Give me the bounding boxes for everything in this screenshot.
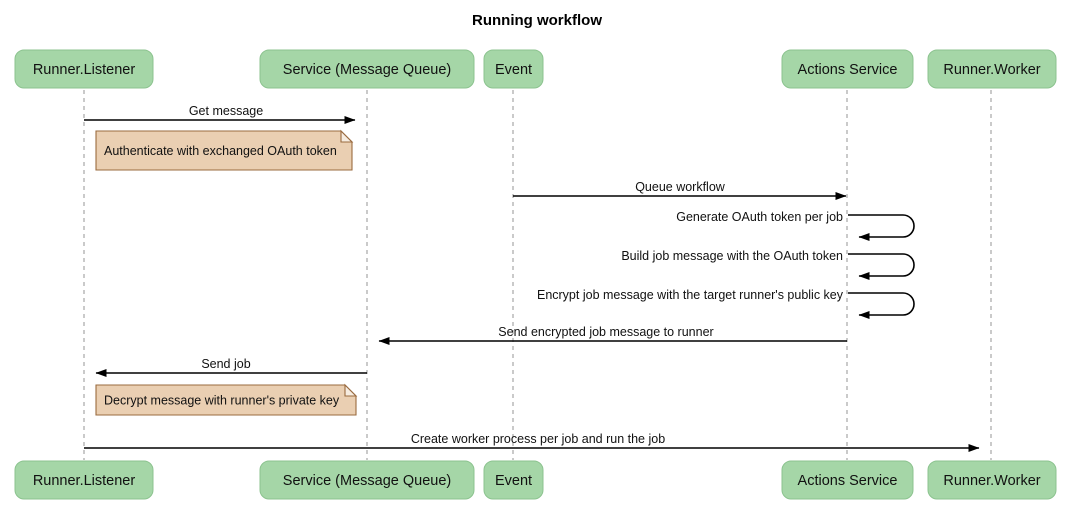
message-get-message: Get message (84, 104, 356, 124)
message-encrypt-job-message-with-the-target-runners-public-key: Encrypt job message with the target runn… (537, 288, 915, 319)
lifelines (83, 90, 992, 460)
message-arrow-generate-oauth-token-per-job (848, 214, 915, 241)
participant-runner-worker-bottom[interactable]: Runner.Worker (927, 460, 1057, 500)
message-queue-workflow: Queue workflow (513, 180, 847, 200)
participant-label-runner-listener-top: Runner.Listener (33, 62, 136, 78)
note-label-decrypt-note: Decrypt message with runner's private ke… (104, 393, 340, 407)
message-label-get-message: Get message (189, 104, 263, 118)
participant-label-actions-service-top: Actions Service (798, 62, 898, 78)
message-arrow-build-job-message-with-the-oauth-token (848, 253, 915, 280)
note-decrypt-note: Decrypt message with runner's private ke… (95, 383, 358, 416)
participant-runner-worker-top[interactable]: Runner.Worker (927, 49, 1057, 89)
message-label-build-job-message-with-the-oauth-token: Build job message with the OAuth token (621, 249, 843, 263)
participant-service-message-queue-bottom[interactable]: Service (Message Queue) (259, 460, 475, 500)
message-build-job-message-with-the-oauth-token: Build job message with the OAuth token (621, 249, 915, 280)
message-label-queue-workflow: Queue workflow (635, 180, 726, 194)
message-arrow-encrypt-job-message-with-the-target-runners-public-key (848, 292, 915, 319)
message-label-send-job: Send job (201, 357, 250, 371)
message-label-create-worker-process-per-job-and-run-the-job: Create worker process per job and run th… (411, 432, 665, 446)
message-generate-oauth-token-per-job: Generate OAuth token per job (676, 210, 915, 241)
participant-label-runner-listener-bottom: Runner.Listener (33, 473, 136, 489)
message-label-send-encrypted-job-message-to-runner: Send encrypted job message to runner (498, 325, 713, 339)
participant-label-event-bottom: Event (495, 473, 532, 489)
message-create-worker-process-per-job-and-run-the-job: Create worker process per job and run th… (84, 432, 980, 452)
participant-label-service-message-queue-top: Service (Message Queue) (283, 62, 451, 78)
diagram-title: Running workflow (472, 12, 602, 29)
participant-label-actions-service-bottom: Actions Service (798, 473, 898, 489)
participant-service-message-queue-top[interactable]: Service (Message Queue) (259, 49, 475, 89)
participant-event-top[interactable]: Event (483, 49, 544, 89)
note-label-authenticate-note: Authenticate with exchanged OAuth token (104, 144, 337, 158)
participant-label-runner-worker-top: Runner.Worker (943, 62, 1040, 78)
participant-runner-listener-bottom[interactable]: Runner.Listener (14, 460, 154, 500)
participant-actions-service-top[interactable]: Actions Service (781, 49, 914, 89)
participant-label-service-message-queue-bottom: Service (Message Queue) (283, 473, 451, 489)
participant-runner-listener-top[interactable]: Runner.Listener (14, 49, 154, 89)
participant-actions-service-bottom[interactable]: Actions Service (781, 460, 914, 500)
message-label-generate-oauth-token-per-job: Generate OAuth token per job (676, 210, 843, 224)
participant-label-event-top: Event (495, 62, 532, 78)
note-authenticate-note: Authenticate with exchanged OAuth token (95, 129, 354, 171)
participant-label-runner-worker-bottom: Runner.Worker (943, 473, 1040, 489)
message-send-encrypted-job-message-to-runner: Send encrypted job message to runner (378, 325, 847, 345)
participant-event-bottom[interactable]: Event (483, 460, 544, 500)
message-send-job: Send job (95, 357, 367, 377)
message-label-encrypt-job-message-with-the-target-runners-public-key: Encrypt job message with the target runn… (537, 288, 844, 302)
